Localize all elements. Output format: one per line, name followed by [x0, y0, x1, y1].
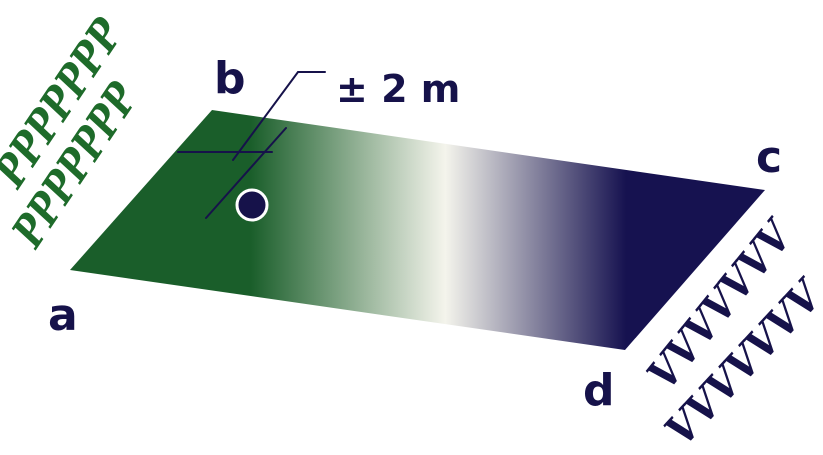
position-dot: [235, 188, 269, 222]
field-plane: [70, 110, 765, 350]
corner-label-a: a: [48, 290, 78, 341]
corner-label-b: b: [214, 53, 246, 104]
corner-label-d: d: [583, 365, 615, 416]
tolerance-leader-line: [232, 71, 326, 161]
tolerance-label: ± 2 m: [336, 67, 460, 111]
corner-label-c: c: [756, 132, 782, 183]
tolerance-vertical-line: [205, 127, 287, 219]
tolerance-marker: [177, 71, 326, 219]
